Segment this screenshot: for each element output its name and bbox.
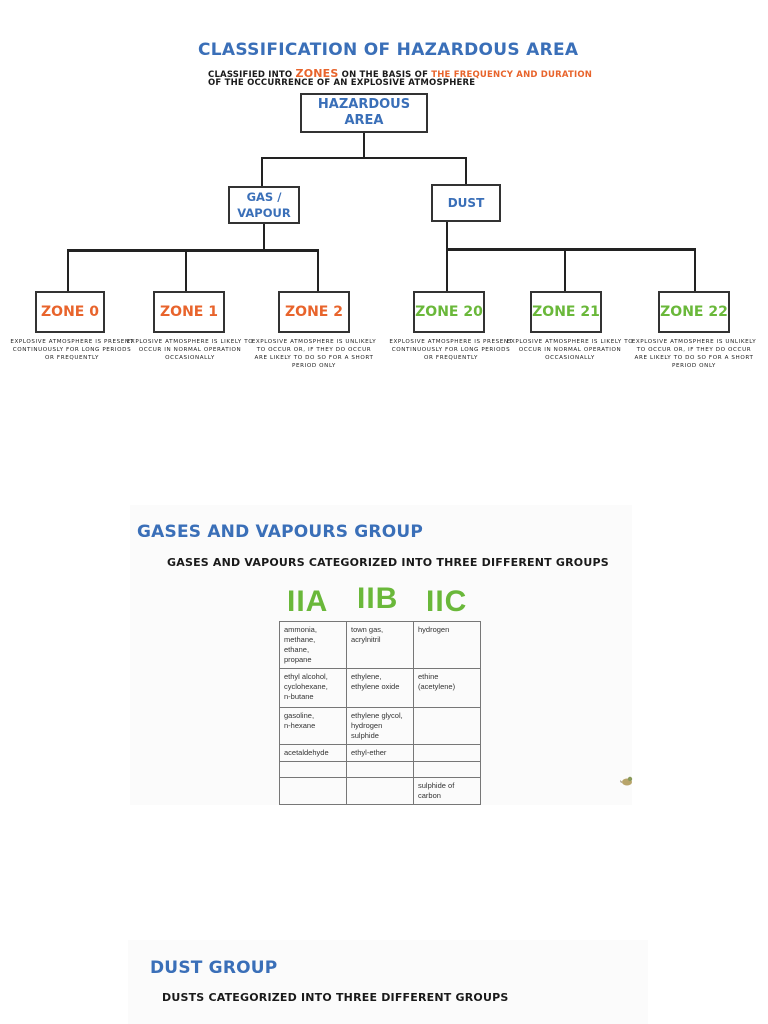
table-cell: acetaldehyde bbox=[279, 744, 347, 762]
hazardous-area-node: HAZARDOUS AREA bbox=[300, 93, 428, 133]
dust-subtitle: DUSTS CATEGORIZED INTO THREE DIFFERENT G… bbox=[162, 991, 509, 1004]
connector bbox=[185, 250, 187, 291]
classification-subtitle: CLASSIFIED INTO ZONES ON THE BASIS OF TH… bbox=[208, 67, 592, 80]
zone-21-description: EXPLOSIVE ATMOSPHERE IS LIKELY TO OCCUR … bbox=[506, 339, 634, 361]
connector bbox=[694, 249, 696, 291]
zone-0-description: EXPLOSIVE ATMOSPHERE IS PRESENT CONTINUO… bbox=[10, 339, 134, 361]
table-cell: ethyl alcohol, cyclohexane, n-butane bbox=[279, 668, 347, 708]
connector bbox=[446, 222, 448, 250]
zone-22-node: ZONE 22 bbox=[658, 291, 730, 333]
zone-2-description: EXPLOSIVE ATMOSPHERE IS UNLIKELY TO OCCU… bbox=[251, 339, 377, 369]
gases-subtitle: GASES AND VAPOURS CATEGORIZED INTO THREE… bbox=[167, 556, 609, 569]
zone-22-description: EXPLOSIVE ATMOSPHERE IS UNLIKELY TO OCCU… bbox=[631, 339, 757, 369]
table-cell bbox=[279, 777, 347, 805]
gases-title: GASES AND VAPOURS GROUP bbox=[137, 522, 424, 542]
classification-subtitle-line2: OF THE OCCURRENCE OF AN EXPLOSIVE ATMOSP… bbox=[208, 78, 476, 88]
subtitle-zones: ZONES bbox=[295, 67, 339, 80]
table-cell: sulphide of carbon bbox=[413, 777, 481, 805]
zone-0-node: ZONE 0 bbox=[35, 291, 105, 333]
table-cell: ethylene, ethylene oxide bbox=[346, 668, 414, 708]
table-cell bbox=[413, 744, 481, 762]
table-cell: ethine (acetylene) bbox=[413, 668, 481, 708]
connector bbox=[261, 157, 263, 186]
small-bird-icon bbox=[620, 776, 633, 786]
table-cell: ethylene glycol, hydrogen sulphide bbox=[346, 707, 414, 745]
table-row: acetaldehyde ethyl-ether bbox=[279, 744, 481, 762]
connector bbox=[446, 248, 696, 251]
connector bbox=[261, 157, 467, 159]
gas-groups-table: ammonia, methane, ethane, propane town g… bbox=[279, 621, 481, 805]
zone-20-description: EXPLOSIVE ATMOSPHERE IS PRESENT CONTINUO… bbox=[389, 339, 513, 361]
connector bbox=[67, 249, 319, 252]
table-cell bbox=[346, 777, 414, 805]
connector bbox=[564, 249, 566, 291]
zone-1-description: EXPLOSIVE ATMOSPHERE IS LIKELY TO OCCUR … bbox=[126, 339, 254, 361]
table-row: sulphide of carbon bbox=[279, 777, 481, 805]
connector bbox=[317, 250, 319, 291]
connector bbox=[263, 224, 265, 250]
table-row bbox=[279, 761, 481, 778]
table-row: ethyl alcohol, cyclohexane, n-butane eth… bbox=[279, 668, 481, 708]
gas-vapour-node: GAS / VAPOUR bbox=[228, 186, 300, 224]
table-cell: hydrogen bbox=[413, 621, 481, 669]
group-iic-label: IIC bbox=[426, 585, 468, 618]
table-row: ammonia, methane, ethane, propane town g… bbox=[279, 621, 481, 669]
subtitle-part2: ON THE BASIS OF bbox=[338, 70, 432, 80]
subtitle-frequency: THE FREQUENCY AND DURATION bbox=[431, 70, 593, 80]
table-cell bbox=[413, 707, 481, 745]
table-cell: gasoline, n-hexane bbox=[279, 707, 347, 745]
zone-1-node: ZONE 1 bbox=[153, 291, 225, 333]
zone-2-node: ZONE 2 bbox=[278, 291, 350, 333]
zone-20-node: ZONE 20 bbox=[413, 291, 485, 333]
dust-node: DUST bbox=[431, 184, 501, 222]
table-cell: town gas, acrylnitril bbox=[346, 621, 414, 669]
subtitle-part1: CLASSIFIED INTO bbox=[208, 70, 296, 80]
table-cell bbox=[279, 761, 347, 778]
table-cell: ethyl-ether bbox=[346, 744, 414, 762]
dust-panel-background bbox=[128, 940, 648, 1024]
classification-title: CLASSIFICATION OF HAZARDOUS AREA bbox=[198, 40, 579, 60]
table-cell bbox=[413, 761, 481, 778]
connector bbox=[67, 250, 69, 291]
table-row: gasoline, n-hexane ethylene glycol, hydr… bbox=[279, 707, 481, 745]
connector bbox=[465, 157, 467, 184]
group-iia-label: IIA bbox=[287, 585, 329, 618]
group-iib-label: IIB bbox=[357, 582, 399, 615]
table-cell: ammonia, methane, ethane, propane bbox=[279, 621, 347, 669]
dust-title: DUST GROUP bbox=[150, 958, 278, 978]
connector bbox=[363, 133, 365, 158]
zone-21-node: ZONE 21 bbox=[530, 291, 602, 333]
connector bbox=[446, 249, 448, 291]
table-cell bbox=[346, 761, 414, 778]
